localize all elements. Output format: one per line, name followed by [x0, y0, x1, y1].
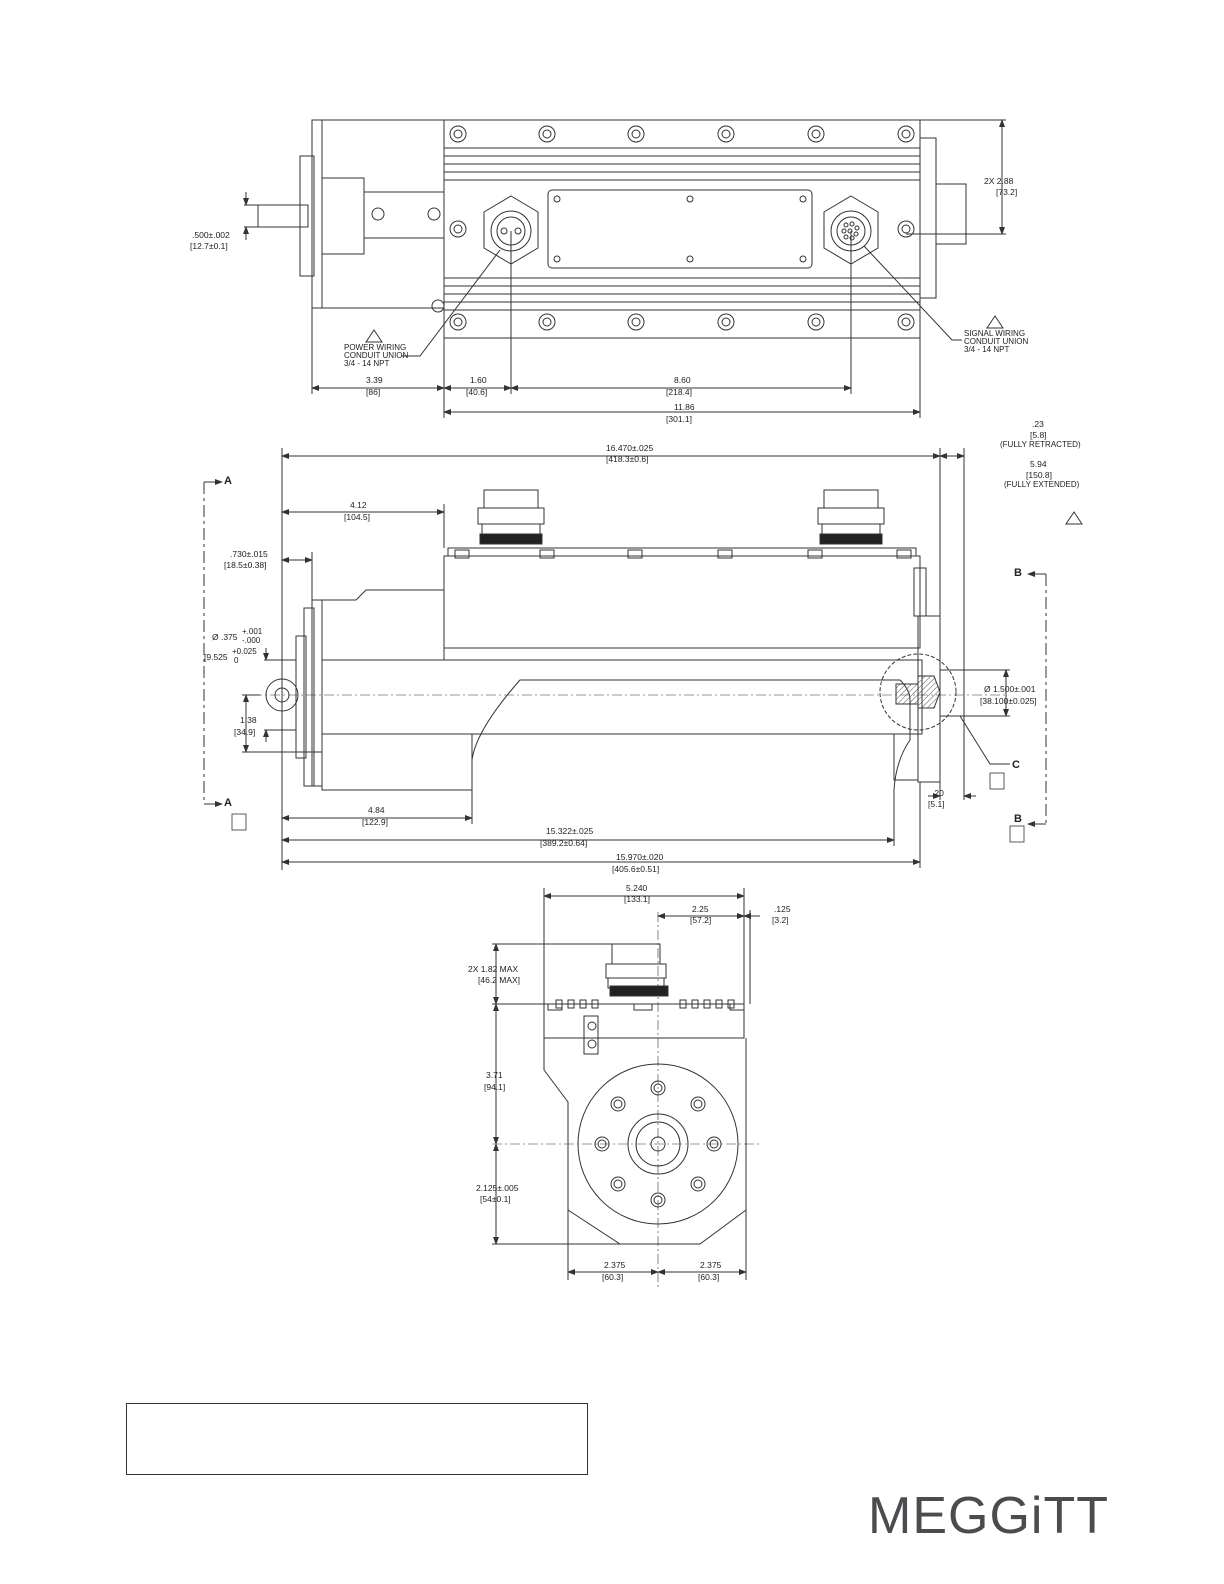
- dim-2125-mm: [54±0.1]: [480, 1194, 511, 1204]
- dim-15970: 15.970±.020: [616, 852, 663, 862]
- dim-020-mm: [5.1]: [928, 799, 945, 809]
- dim-860-mm: [218.4]: [666, 387, 692, 397]
- dim-125: .125: [774, 904, 791, 914]
- signal-note-1: SIGNAL WIRING: [964, 329, 1025, 338]
- dim-412-mm: [104.5]: [344, 512, 370, 522]
- dim-371-mm: [94.1]: [484, 1082, 505, 1092]
- dim-15322: 15.322±.025: [546, 826, 593, 836]
- dim-484: 4.84: [368, 805, 385, 815]
- dim-371: 3.71: [486, 1070, 503, 1080]
- dim-overall: 16.470±.025: [606, 443, 653, 453]
- dim-182: 2X 1.82 MAX: [468, 964, 518, 974]
- dim-2375-right-mm: [60.3]: [698, 1272, 719, 1282]
- pin-tol-mm-plus: +0.025: [232, 647, 257, 656]
- section-b-bottom: B: [1014, 813, 1022, 825]
- power-connector-side: [477, 489, 545, 545]
- dim-138-mm: [34.9]: [234, 727, 255, 737]
- dim-2375-right: 2.375: [700, 1260, 722, 1270]
- height-2x-dim-mm: [73.2]: [996, 187, 1017, 197]
- rod-dia-mm: [38.100±0.025]: [980, 696, 1037, 706]
- cooling-fins-top: [444, 147, 920, 311]
- signal-connector: [823, 195, 879, 265]
- dim-2125: 2.125±.005: [476, 1183, 519, 1193]
- end-view: [492, 888, 760, 1290]
- dim-retracted-mm: [5.8]: [1030, 430, 1047, 440]
- dim-020: .20: [932, 788, 944, 798]
- dim-5240: 5.240: [626, 883, 648, 893]
- dim-484-mm: [122.9]: [362, 817, 388, 827]
- dim-extended-mm: [150.8]: [1026, 470, 1052, 480]
- side-view: [203, 448, 1083, 870]
- dim-160: 1.60: [470, 375, 487, 385]
- notes-box: [126, 1403, 588, 1475]
- dim-15970-mm: [405.6±0.51]: [612, 864, 659, 874]
- dim-15322-mm: [389.2±0.64]: [540, 838, 587, 848]
- signal-note-2: CONDUIT UNION: [964, 337, 1029, 346]
- pin-dia-mm: [9.525: [204, 652, 228, 662]
- power-note-1: POWER WIRING: [344, 343, 406, 352]
- pin-dia: Ø .375: [212, 632, 238, 642]
- dim-5240-mm: [133.1]: [624, 894, 650, 904]
- dim-339: 3.39: [366, 375, 383, 385]
- dim-1186-mm: [301.1]: [666, 414, 692, 424]
- note-extended: (FULLY EXTENDED): [1004, 480, 1080, 489]
- dim-138: 1.38: [240, 715, 257, 725]
- dim-182-mm: [46.2 MAX]: [478, 975, 520, 985]
- dim-730: .730±.015: [230, 549, 268, 559]
- power-note-3: 3/4 - 14 NPT: [344, 359, 389, 368]
- dim-225: 2.25: [692, 904, 709, 914]
- pin-tol-plus: +.001: [242, 627, 263, 636]
- dim-730-mm: [18.5±0.38]: [224, 560, 266, 570]
- dim-860: 8.60: [674, 375, 691, 385]
- signal-note-3: 3/4 - 14 NPT: [964, 345, 1009, 354]
- shaft-dia-dim: .500±.002: [192, 230, 230, 240]
- height-2x-dim: 2X 2.88: [984, 176, 1014, 186]
- section-a-bottom: A: [224, 797, 232, 809]
- dim-125-mm: [3.2]: [772, 915, 789, 925]
- pin-tol-minus: -.000: [242, 636, 261, 645]
- rod-dia: Ø 1.500±.001: [984, 684, 1036, 694]
- top-view-labels: .500±.002 [12.7±0.1] 2X 2.88 [73.2] POWE…: [190, 176, 1029, 424]
- end-fins: [555, 999, 735, 1009]
- dim-1186: 11.86: [674, 402, 695, 412]
- note-retracted: (FULLY RETRACTED): [1000, 440, 1081, 449]
- pin-tol-mm-minus: 0: [234, 656, 239, 665]
- shaft-dia-dim-mm: [12.7±0.1]: [190, 241, 228, 251]
- side-view-labels: 16.470±.025 [418.3±0.6] .23 [5.8] (FULLY…: [204, 419, 1081, 874]
- dim-339-mm: [86]: [366, 387, 380, 397]
- dim-extended: 5.94: [1030, 459, 1047, 469]
- top-view: [243, 119, 1006, 418]
- signal-connector-side: [817, 489, 885, 545]
- section-a-top: A: [224, 475, 232, 487]
- end-view-labels: 5.240 [133.1] 2.25 [57.2] .125 [3.2] 2X …: [468, 883, 791, 1282]
- dim-2375-left: 2.375: [604, 1260, 626, 1270]
- meggitt-logo: MEGGiTT: [868, 1487, 1109, 1545]
- datum-c: C: [1012, 759, 1020, 771]
- power-note-2: CONDUIT UNION: [344, 351, 409, 360]
- dim-412: 4.12: [350, 500, 367, 510]
- dim-225-mm: [57.2]: [690, 915, 711, 925]
- bolt-row-top: [449, 125, 915, 143]
- bolt-row-bottom: [449, 313, 915, 331]
- dim-retracted: .23: [1032, 419, 1044, 429]
- dim-160-mm: [40.6]: [466, 387, 487, 397]
- dim-overall-mm: [418.3±0.6]: [606, 454, 648, 464]
- dim-2375-left-mm: [60.3]: [602, 1272, 623, 1282]
- section-b-top: B: [1014, 567, 1022, 579]
